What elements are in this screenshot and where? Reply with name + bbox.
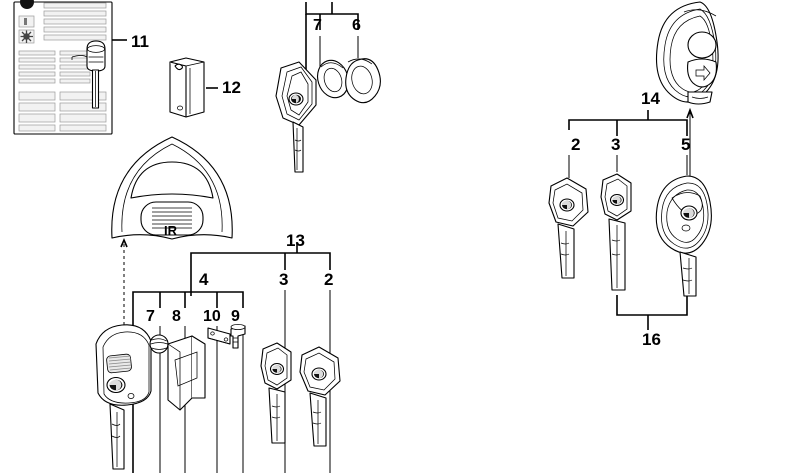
card-key <box>71 40 106 109</box>
callout-13[interactable]: 13 <box>286 231 305 250</box>
callout-3-lower[interactable]: 3 <box>279 270 289 289</box>
callout-5-right[interactable]: 5 <box>681 135 691 154</box>
ir-receiver-module <box>111 136 233 330</box>
callout-2-right[interactable]: 2 <box>571 135 581 154</box>
callout-7-bottom[interactable]: 7 <box>146 308 155 325</box>
callout-16[interactable]: 16 <box>642 330 661 349</box>
bracket-16-group <box>616 295 688 330</box>
callout-7-top[interactable]: 7 <box>313 17 322 34</box>
retaining-plate-10 <box>207 327 231 345</box>
key-2-bottom <box>299 346 341 447</box>
key-5-right <box>655 175 712 297</box>
callout-10[interactable]: 10 <box>203 308 221 325</box>
transmitter-housing-12 <box>169 57 205 118</box>
callout-6-top[interactable]: 6 <box>352 17 361 34</box>
remote-fob-head <box>655 1 719 105</box>
callout-8[interactable]: 8 <box>172 308 181 325</box>
callout-3-right[interactable]: 3 <box>611 135 621 154</box>
key-card-group <box>13 0 113 135</box>
key-3-right <box>600 173 632 291</box>
bracket-top-7-6 <box>305 2 359 78</box>
callout-14[interactable]: 14 <box>641 89 660 108</box>
key-2-right <box>548 177 589 279</box>
key-3-bottom <box>260 342 292 444</box>
callout-4[interactable]: 4 <box>199 270 209 289</box>
ir-marking-label: IR <box>164 223 177 238</box>
bracket-13-group <box>190 242 331 296</box>
bracket-14-group <box>568 110 688 178</box>
seal-ring-7 <box>317 59 349 99</box>
callout-11[interactable]: 11 <box>131 32 149 51</box>
callout-9[interactable]: 9 <box>231 308 240 325</box>
button-cap-7 <box>149 334 169 354</box>
callout-2-lower[interactable]: 2 <box>324 270 334 289</box>
screw-9 <box>230 324 246 349</box>
seal-ring-6 <box>345 58 381 104</box>
large-key-fob <box>95 324 152 470</box>
key-top-middle <box>275 61 317 173</box>
clip-bracket-8 <box>167 335 206 411</box>
callout-12[interactable]: 12 <box>222 78 241 97</box>
